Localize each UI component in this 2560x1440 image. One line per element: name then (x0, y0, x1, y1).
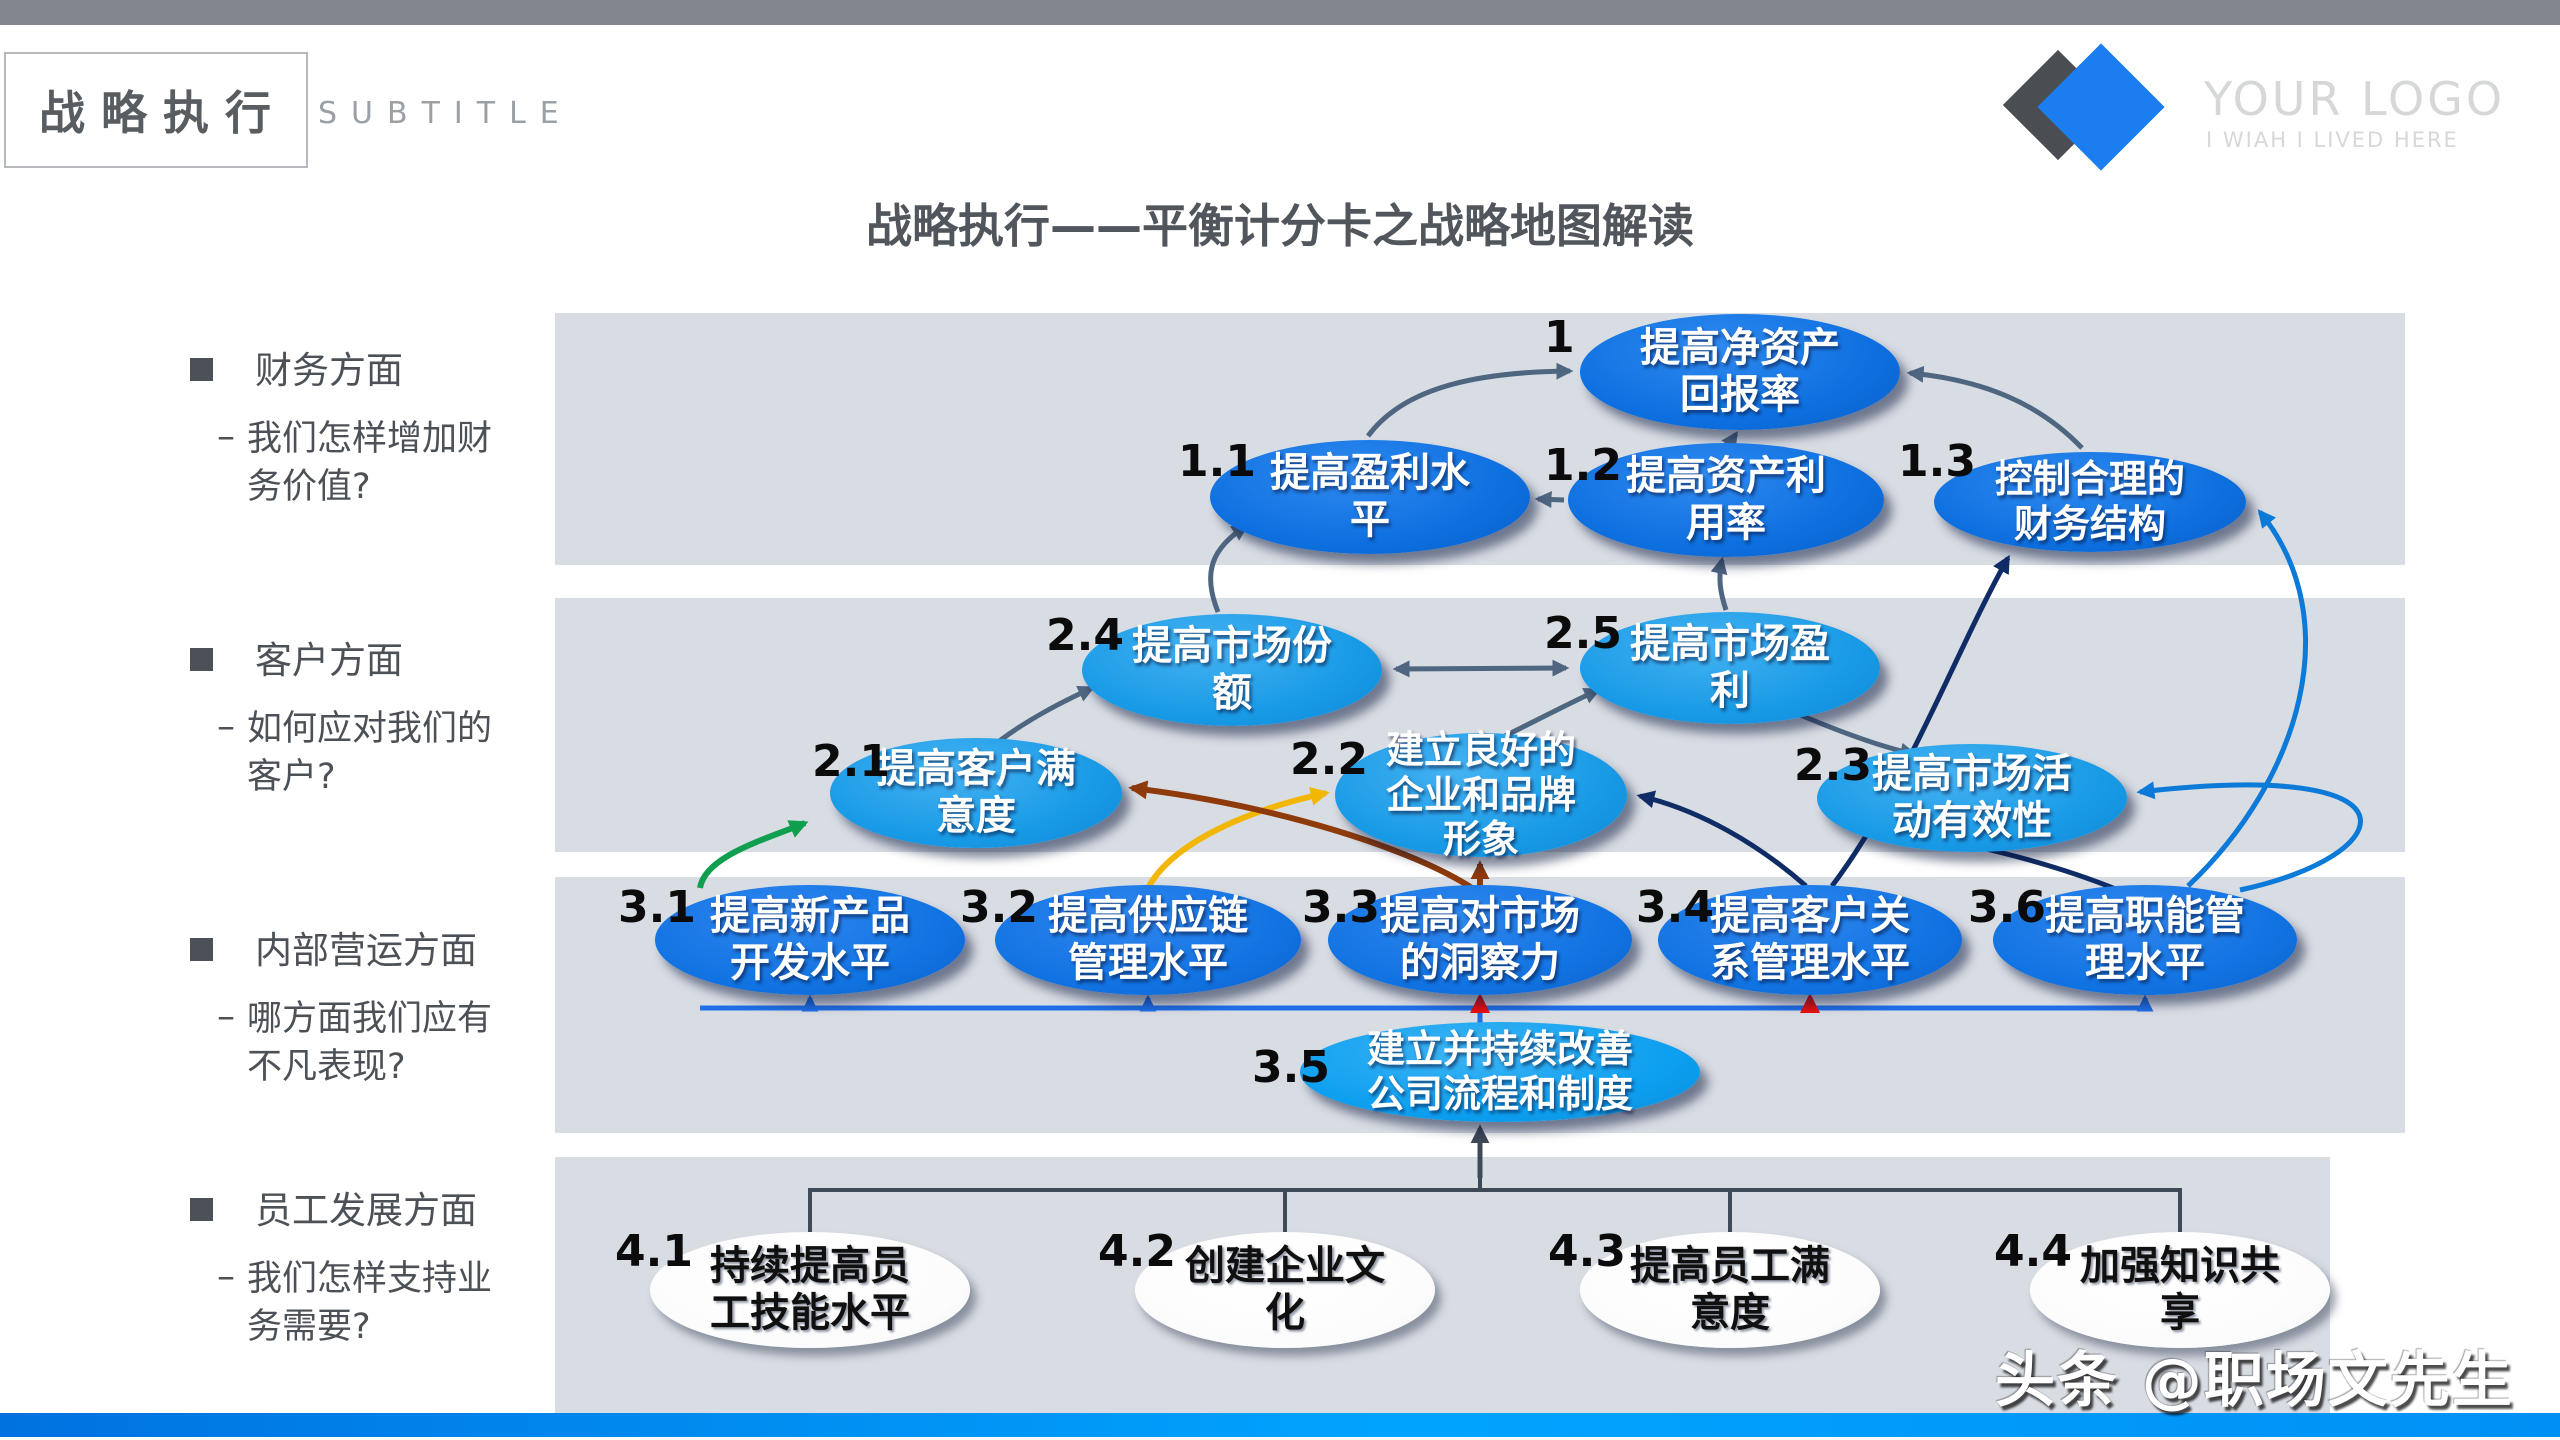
arrow-3_1-to-2_1 (697, 820, 809, 889)
section-question: 哪方面我们应有不凡表现? (247, 999, 493, 1087)
node-number: 4.4 (1994, 1226, 2072, 1277)
node-number: 3.5 (1252, 1042, 1330, 1093)
node-3-1: 提高新产品开发水平 (655, 885, 965, 995)
logo-tagline: I WIAH I LIVED HERE (2206, 128, 2459, 152)
arrow-3_4-to-2_2 (1636, 790, 1808, 888)
node-2-1: 提高客户满意度 (830, 738, 1122, 848)
node-2-3: 提高市场活动有效性 (1817, 744, 2127, 852)
node-number: 3.4 (1636, 882, 1714, 933)
square-bullet-icon (190, 1198, 213, 1221)
logo-name: YOUR LOGO (2204, 72, 2506, 126)
arrow-far-to-2_3-right (2136, 781, 2363, 893)
section-question: 我们怎样支持业务需要? (247, 1259, 493, 1347)
dash-bullet: – (217, 416, 235, 458)
node-2-5: 提高市场盈利 (1580, 612, 1880, 724)
page-title: 战略执行——平衡计分卡之战略地图解读 (866, 199, 1694, 253)
section-heading: 员工发展方面 (255, 1189, 477, 1232)
node-1-2: 提高资产利用率 (1568, 443, 1884, 557)
dash-bullet: – (217, 706, 235, 748)
arrow-2_1-to-2_4 (996, 685, 1096, 745)
arrow-2_2-to-2_5 (1503, 687, 1602, 739)
footer-blue-bar (0, 1413, 2560, 1437)
section-heading: 内部营运方面 (255, 929, 477, 972)
square-bullet-icon (190, 358, 213, 381)
node-3-5: 建立并持续改善公司流程和制度 (1300, 1022, 1700, 1122)
node-number: 3.1 (618, 882, 696, 933)
node-number: 1.2 (1544, 440, 1622, 491)
section-heading: 客户方面 (255, 639, 403, 682)
node-2-4: 提高市场份额 (1082, 614, 1382, 726)
square-bullet-icon (190, 648, 213, 671)
node-number: 2.2 (1290, 734, 1368, 785)
square-bullet-icon (190, 938, 213, 961)
node-number: 4.3 (1548, 1226, 1626, 1277)
node-number: 1 (1544, 312, 1575, 363)
section-employee: 员工发展方面 – 我们怎样支持业务需要? (185, 1188, 525, 1351)
node-number: 3.6 (1968, 882, 2046, 933)
node-4-4: 加强知识共享 (2030, 1232, 2330, 1348)
node-3-6: 提高职能管理水平 (1993, 885, 2297, 995)
slide-title: 战略执行 (39, 86, 287, 140)
node-1-1: 提高盈利水平 (1210, 440, 1530, 554)
node-1-3: 控制合理的财务结构 (1934, 452, 2246, 552)
node-number: 3.3 (1302, 882, 1380, 933)
node-3-4: 提高客户关系管理水平 (1658, 885, 1962, 995)
node-3-2: 提高供应链管理水平 (995, 885, 1301, 995)
section-question: 我们怎样增加财务价值? (247, 419, 493, 507)
arrow-1_1-to-1 (1365, 362, 1574, 438)
slide-title-box: 战略执行 (4, 52, 308, 168)
section-question: 如何应对我们的客户? (247, 709, 493, 797)
watermark: 头条 @职场文先生 (1995, 1346, 2514, 1416)
node-number: 1.1 (1178, 436, 1256, 487)
node-number: 3.2 (960, 882, 1038, 933)
node-number: 4.1 (615, 1226, 693, 1277)
arrow-1_2-to-1_1 (1534, 491, 1565, 509)
section-heading: 财务方面 (255, 349, 403, 392)
arrow-2_5-to-1_2 (1710, 556, 1729, 611)
node-1: 提高净资产回报率 (1580, 314, 1900, 430)
section-customer: 客户方面 – 如何应对我们的客户? (185, 638, 525, 801)
arrow-2_4-2_5-double (1392, 659, 1570, 678)
arrow-3_4-to-1_3 (1830, 554, 2011, 888)
arrow-1_3-to-1 (1906, 365, 2084, 450)
node-number: 2.5 (1544, 608, 1622, 659)
node-number: 1.3 (1898, 436, 1976, 487)
node-4-1: 持续提高员工技能水平 (650, 1232, 970, 1348)
node-number: 4.2 (1098, 1226, 1176, 1277)
slide-subtitle: SUBTITLE (318, 96, 573, 131)
dash-bullet: – (217, 996, 235, 1038)
top-gray-bar (0, 0, 2560, 25)
node-2-2: 建立良好的企业和品牌形象 (1335, 728, 1627, 861)
arrow-3_6-to-1_3-right (2186, 509, 2309, 888)
section-internal: 内部营运方面 – 哪方面我们应有不凡表现? (185, 928, 525, 1091)
node-3-3: 提高对市场的洞察力 (1328, 885, 1632, 995)
node-4-3: 提高员工满意度 (1580, 1232, 1880, 1348)
section-financial: 财务方面 – 我们怎样增加财务价值? (185, 348, 525, 511)
node-number: 2.3 (1794, 740, 1872, 791)
node-4-2: 创建企业文化 (1135, 1232, 1435, 1348)
dash-bullet: – (217, 1256, 235, 1298)
arrow-2_4-to-1_1 (1208, 523, 1249, 613)
node-number: 2.1 (812, 736, 890, 787)
arrow-3_3-to-2_1 (1128, 780, 1474, 891)
connector-employee (808, 1188, 2182, 1232)
arrow-3_2-to-2_2 (1145, 786, 1330, 890)
node-number: 2.4 (1046, 610, 1124, 661)
